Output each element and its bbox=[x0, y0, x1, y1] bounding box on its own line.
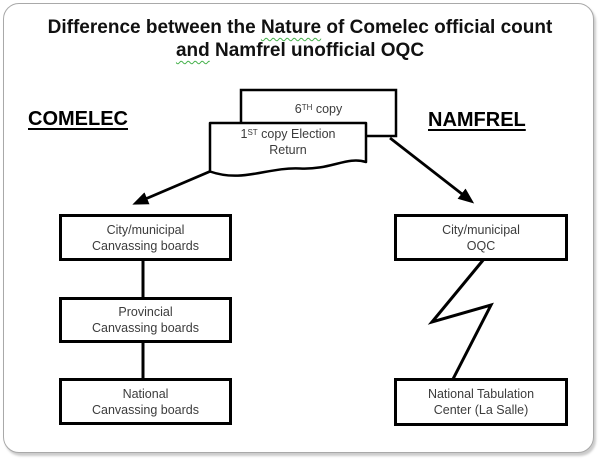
flow-box-line: National bbox=[122, 386, 169, 401]
namfrel-column-label: NAMFREL bbox=[428, 109, 526, 131]
title-line-2: and Namfrel unofficial OQC bbox=[0, 39, 600, 62]
flow-box-line: City/municipal bbox=[106, 222, 185, 237]
title-text: Difference between the bbox=[47, 17, 261, 38]
flow-box-line: Provincial bbox=[118, 305, 173, 319]
flow-box-line: Canvassing boards bbox=[91, 402, 199, 417]
sixth-copy-label: 6TH copy bbox=[241, 101, 396, 117]
copy-text: copy bbox=[312, 102, 343, 116]
flow-box-line: Canvassing boards bbox=[91, 238, 199, 253]
copy-ordinal-superscript: ST bbox=[247, 128, 258, 137]
spellcheck-word-and: and bbox=[175, 40, 210, 61]
title-line-1: Difference between the Nature of Comelec… bbox=[0, 16, 600, 39]
slide-title: Difference between the Nature of Comelec… bbox=[0, 16, 600, 62]
title-text: Namfrel unofficial OQC bbox=[209, 40, 425, 61]
flow-box-line: City/municipal bbox=[442, 222, 520, 237]
copy-text: copy Election bbox=[257, 127, 336, 141]
spellcheck-word-nature: Nature bbox=[260, 17, 322, 38]
first-copy-line-2: Return bbox=[269, 143, 307, 157]
flow-box-line: Center (La Salle) bbox=[433, 403, 529, 417]
first-copy-line-1: 1ST copy Election bbox=[210, 126, 366, 142]
flow-box-line: Canvassing boards bbox=[91, 321, 199, 335]
copy-number: 1 bbox=[240, 127, 248, 141]
copy-number: 6 bbox=[294, 102, 302, 116]
flow-box-line: National Tabulation bbox=[427, 387, 535, 401]
flow-box-line: OQC bbox=[466, 238, 496, 253]
copy-ordinal-superscript: TH bbox=[301, 103, 313, 112]
comelec-column-label: COMELEC bbox=[28, 108, 128, 130]
title-text: of Comelec official count bbox=[321, 17, 553, 38]
